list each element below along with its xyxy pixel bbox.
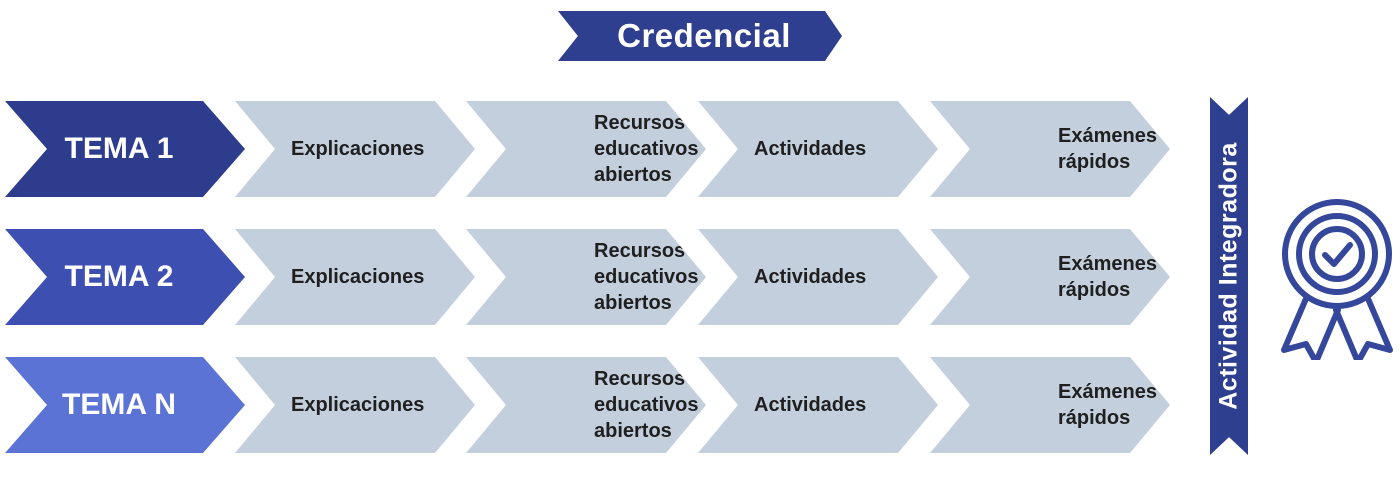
step-label-line: rápidos	[1058, 279, 1131, 301]
step-label-line: rápidos	[1058, 151, 1131, 173]
topic-label: TEMA 1	[64, 132, 174, 165]
step-label-line: educativos	[594, 266, 699, 288]
step-actividades: Actividades	[698, 101, 938, 197]
step-label-line: abiertos	[594, 292, 672, 314]
step-explicaciones: Explicaciones	[235, 357, 475, 453]
step-label-line: Recursos	[594, 368, 686, 390]
step-label: Actividades	[754, 266, 867, 288]
step-label-line: Exámenes	[1058, 125, 1157, 147]
step-explicaciones: Explicaciones	[235, 101, 475, 197]
step-label-line: Recursos	[594, 112, 686, 134]
step-label: Actividades	[754, 138, 867, 160]
step-recursos: Recursos educativos abiertos	[466, 357, 706, 453]
step-examenes: Exámenes rápidos	[930, 229, 1170, 325]
step-label-line: educativos	[594, 138, 699, 160]
step-actividades: Actividades	[698, 229, 938, 325]
topic-row-n: TEMA N Explicaciones Recursos educativos…	[0, 357, 1180, 453]
step-label: Recursos educativos abiertos	[466, 238, 698, 316]
step-label-line: Recursos	[594, 240, 686, 262]
topic-chevron: TEMA 2	[5, 229, 245, 325]
step-label: Exámenes rápidos	[930, 123, 1157, 175]
step-label-line: Exámenes	[1058, 253, 1157, 275]
topic-label: TEMA 2	[64, 260, 174, 293]
step-label: Recursos educativos abiertos	[466, 366, 698, 444]
topic-label: TEMA N	[62, 388, 176, 421]
step-label-line: Exámenes	[1058, 381, 1157, 403]
step-recursos: Recursos educativos abiertos	[466, 229, 706, 325]
topic-chevron: TEMA N	[5, 357, 245, 453]
topic-chevron: TEMA 1	[5, 101, 245, 197]
step-label: Explicaciones	[291, 138, 425, 160]
credential-banner: Credencial	[558, 11, 842, 61]
step-label: Exámenes rápidos	[930, 379, 1157, 431]
step-explicaciones: Explicaciones	[235, 229, 475, 325]
step-examenes: Exámenes rápidos	[930, 357, 1170, 453]
topic-row-1: TEMA 1 Explicaciones Recursos educativos…	[0, 101, 1180, 197]
step-label-line: educativos	[594, 394, 699, 416]
integrative-activity-band	[1210, 97, 1248, 455]
step-examenes: Exámenes rápidos	[930, 101, 1170, 197]
step-label: Explicaciones	[291, 266, 425, 288]
credential-label: Credencial	[617, 17, 791, 54]
step-label-line: rápidos	[1058, 407, 1131, 429]
step-actividades: Actividades	[698, 357, 938, 453]
step-label: Explicaciones	[291, 394, 425, 416]
step-label: Exámenes rápidos	[930, 251, 1157, 303]
step-recursos: Recursos educativos abiertos	[466, 101, 706, 197]
award-ribbon-check-icon	[1281, 199, 1393, 360]
step-label-line: abiertos	[594, 420, 672, 442]
integrative-activity-label: Actividad Integradora	[1214, 142, 1243, 410]
step-label-line: abiertos	[594, 164, 672, 186]
step-label: Recursos educativos abiertos	[466, 110, 698, 188]
step-label: Actividades	[754, 394, 867, 416]
topic-row-2: TEMA 2 Explicaciones Recursos educativos…	[0, 229, 1180, 325]
